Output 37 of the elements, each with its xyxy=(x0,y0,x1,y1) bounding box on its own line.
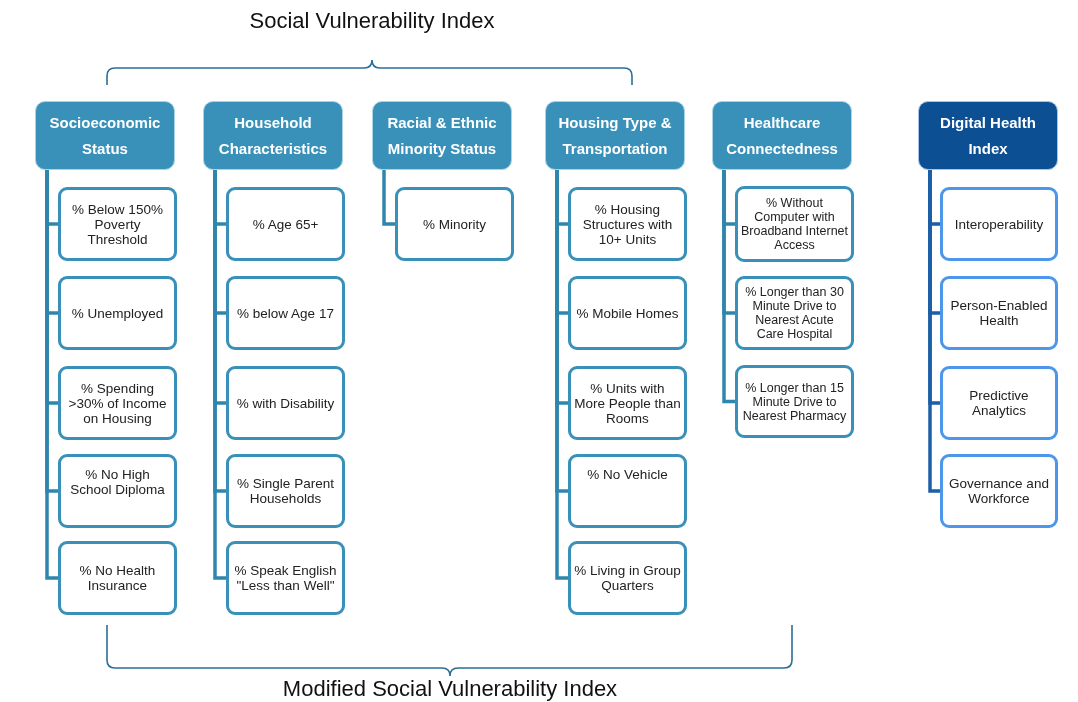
indicator-box: % Speak English "Less than Well" xyxy=(226,541,345,615)
category-box: Household Characteristics xyxy=(203,101,343,170)
indicator-box: % Single Parent Households xyxy=(226,454,345,528)
category-box: Racial & Ethnic Minority Status xyxy=(372,101,512,170)
indicator-box: % Longer than 15 Minute Drive to Nearest Pharmacy xyxy=(735,365,854,438)
connector-line xyxy=(555,170,568,580)
category-box: Housing Type & Transportation xyxy=(545,101,685,170)
indicator-box: Interoperability xyxy=(940,187,1058,261)
category-box: Healthcare Connectedness xyxy=(712,101,852,170)
indicator-box: % Unemployed xyxy=(58,276,177,350)
indicator-box: Predictive Analytics xyxy=(940,366,1058,440)
indicator-box: % Units with More People than Rooms xyxy=(568,366,687,440)
indicator-box: % Longer than 30 Minute Drive to Nearest Acute Care Hospital xyxy=(735,276,854,350)
category-box: Digital Health Index xyxy=(918,101,1058,170)
connector-line xyxy=(382,170,395,226)
indicator-box: Person-Enabled Health xyxy=(940,276,1058,350)
indicator-box: % Without Computer with Broadband Internet Access xyxy=(735,186,854,262)
indicator-box: % below Age 17 xyxy=(226,276,345,350)
indicator-box: % Mobile Homes xyxy=(568,276,687,350)
indicator-box: % with Disability xyxy=(226,366,345,440)
indicator-box: % No Health Insurance xyxy=(58,541,177,615)
bracket-label: Social Vulnerability Index xyxy=(249,8,495,34)
connector-line xyxy=(213,170,226,580)
indicator-box: % Living in Group Quarters xyxy=(568,541,687,615)
bracket-label: Modified Social Vulnerability Index xyxy=(282,676,618,702)
connector-line xyxy=(722,170,735,404)
indicator-box: % No High School Diploma xyxy=(58,454,177,528)
indicator-box: Governance and Workforce xyxy=(940,454,1058,528)
indicator-box: % Minority xyxy=(395,187,514,261)
indicator-box: % Below 150% Poverty Threshold xyxy=(58,187,177,261)
indicator-box: % Housing Structures with 10+ Units xyxy=(568,187,687,261)
indicator-box: % No Vehicle xyxy=(568,454,687,528)
indicator-box: % Age 65+ xyxy=(226,187,345,261)
indicator-box: % Spending >30% of Income on Housing xyxy=(58,366,177,440)
category-box: Socioeconomic Status xyxy=(35,101,175,170)
connector-line xyxy=(928,170,940,493)
connector-line xyxy=(45,170,58,580)
